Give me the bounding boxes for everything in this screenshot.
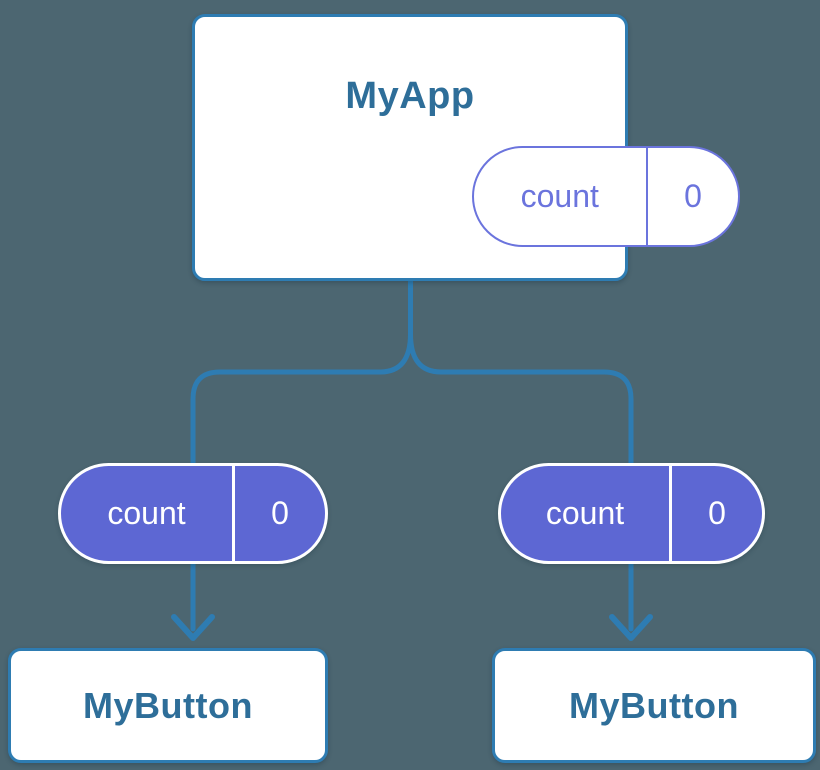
state-pill-divider (645, 148, 648, 245)
left-arrowhead-icon (171, 614, 215, 641)
right-branch-line (408, 331, 634, 632)
prop-pill-key: count (107, 495, 186, 531)
prop-pill-value: 0 (708, 495, 726, 531)
node-myapp-card: MyApp count 0 (192, 14, 740, 281)
state-pill-key: count (520, 178, 599, 214)
node-mybutton-left-title: MyButton (83, 684, 253, 726)
node-mybutton-left-card: MyButton (8, 648, 328, 763)
right-arrowhead-icon (609, 614, 653, 641)
myapp-state-pill: count 0 (472, 146, 740, 247)
left-prop-pill: count 0 (58, 463, 328, 564)
prop-pill-key: count (545, 495, 625, 531)
node-mybutton-right-card: MyButton (492, 648, 816, 763)
right-prop-pill: count 0 (498, 463, 765, 564)
left-branch-line (190, 331, 413, 632)
node-mybutton-right-title: MyButton (569, 684, 739, 726)
prop-pill-value: 0 (271, 495, 289, 531)
prop-pill-divider (669, 466, 672, 561)
state-pill-value: 0 (684, 178, 702, 214)
prop-pill-divider (232, 466, 235, 561)
node-myapp-title: MyApp (345, 75, 475, 117)
